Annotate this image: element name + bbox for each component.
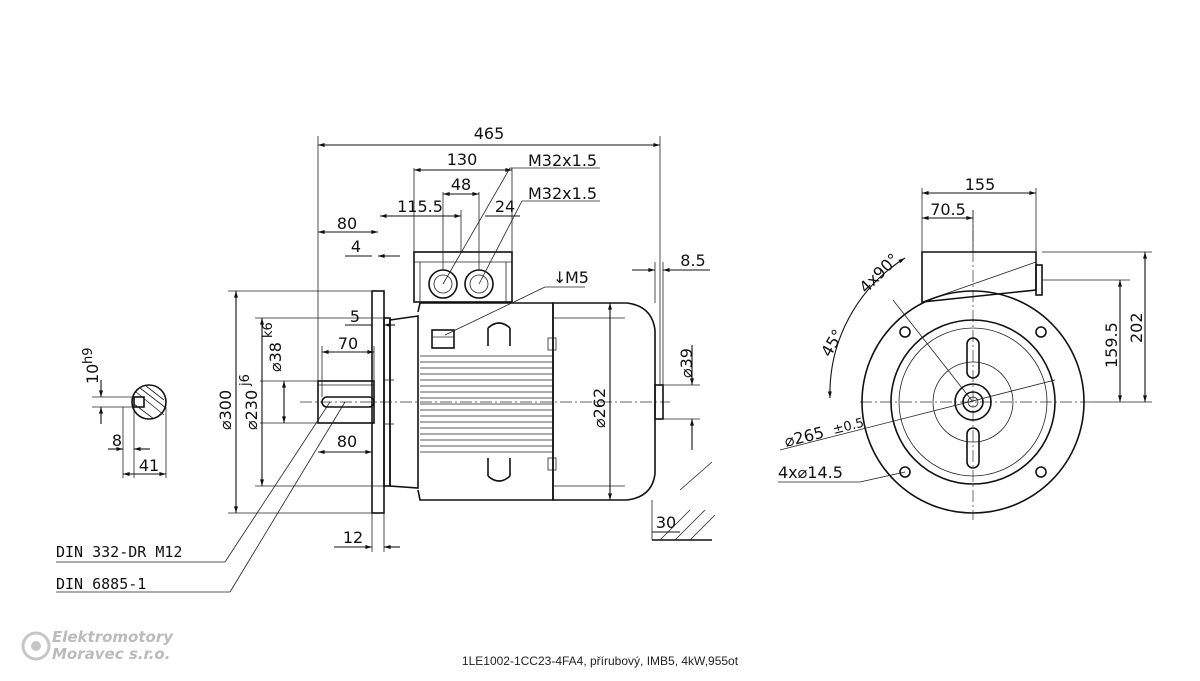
front-view: 155 70.5 159.5 202 45° 4x90° ⌀265 ±0.5 4… — [778, 175, 1152, 520]
dim-flange-12: 12 — [343, 528, 363, 547]
dim-flange-diameter: ⌀300 — [216, 390, 235, 430]
dim-flange-4: 4 — [351, 237, 361, 256]
dim-front-1595: 159.5 — [1102, 322, 1121, 368]
dim-front-705: 70.5 — [930, 200, 966, 219]
dim-pcd: ⌀265 — [782, 423, 826, 451]
key-section: 10 h9 8 41 — [81, 347, 167, 478]
logo-line-2: Moravec s.r.o. — [52, 645, 170, 663]
logo-line-1: Elektromotory — [52, 628, 174, 646]
dim-gland-1: M32x1.5 — [528, 151, 597, 170]
dim-key-width-tol: h9 — [81, 347, 96, 364]
dim-gland-spacing: 48 — [451, 175, 471, 194]
terminal-box — [413, 251, 513, 303]
dim-overall-length: 465 — [474, 124, 505, 143]
dim-key-8: 8 — [112, 431, 122, 450]
dim-key-width: 10 — [83, 364, 102, 384]
mounting-holes — [899, 326, 1047, 478]
dim-key-length: 70 — [338, 334, 358, 353]
dim-flange-5: 5 — [350, 307, 360, 326]
dim-tb-offset: 115.5 — [397, 197, 443, 216]
motor-body — [389, 302, 664, 501]
terminal-box-top — [921, 251, 1043, 303]
dim-holes: 4x⌀14.5 — [778, 463, 843, 482]
dim-tb-24: 24 — [495, 197, 515, 216]
dim-body-diameter: ⌀262 — [590, 388, 609, 428]
dimension-texts: 465 130 48 M32x1.5 M32x1.5 115.5 24 80 4… — [56, 124, 706, 593]
dim-foot-30: 30 — [656, 513, 676, 532]
shaft — [317, 380, 375, 424]
dim-rear-85: 8.5 — [680, 251, 705, 270]
dim-earth-arrow: ↓ — [553, 268, 566, 287]
note-din332: DIN 332-DR M12 — [56, 543, 182, 561]
flange-outline — [861, 290, 1085, 514]
ground-hatch — [652, 461, 716, 541]
dim-shaft-tolerance: k6 — [261, 322, 276, 338]
side-view: 465 130 48 M32x1.5 M32x1.5 115.5 24 80 4… — [56, 124, 716, 593]
dim-rear-diameter: ⌀39 — [677, 348, 696, 378]
company-logo: Elektromotory Moravec s.r.o. — [21, 628, 174, 663]
dim-earth: M5 — [565, 268, 589, 287]
dimension-lines — [56, 136, 710, 593]
dim-gland-2: M32x1.5 — [528, 184, 597, 203]
note-din6885: DIN 6885-1 — [56, 575, 146, 593]
dim-terminal-box-span: 130 — [447, 150, 478, 169]
dim-front-202: 202 — [1127, 312, 1146, 343]
dim-shaft-length: 80 — [337, 214, 357, 233]
dim-angle-4x90: 4x90° — [855, 249, 902, 296]
dim-key-41: 41 — [139, 456, 159, 475]
front-dimension-lines — [778, 188, 1152, 483]
dim-shaft-diameter: ⌀38 — [266, 342, 285, 372]
dim-spigot-diameter: ⌀230 — [242, 390, 261, 430]
dim-key-80: 80 — [337, 432, 357, 451]
dim-spigot-tolerance: j6 — [238, 374, 253, 387]
dim-pcd-tol: ±0.5 — [831, 416, 865, 438]
drawing-caption: 1LE1002-1CC23-4FA4, přírubový, IMB5, 4kW… — [461, 654, 739, 668]
dim-front-155: 155 — [965, 175, 996, 194]
